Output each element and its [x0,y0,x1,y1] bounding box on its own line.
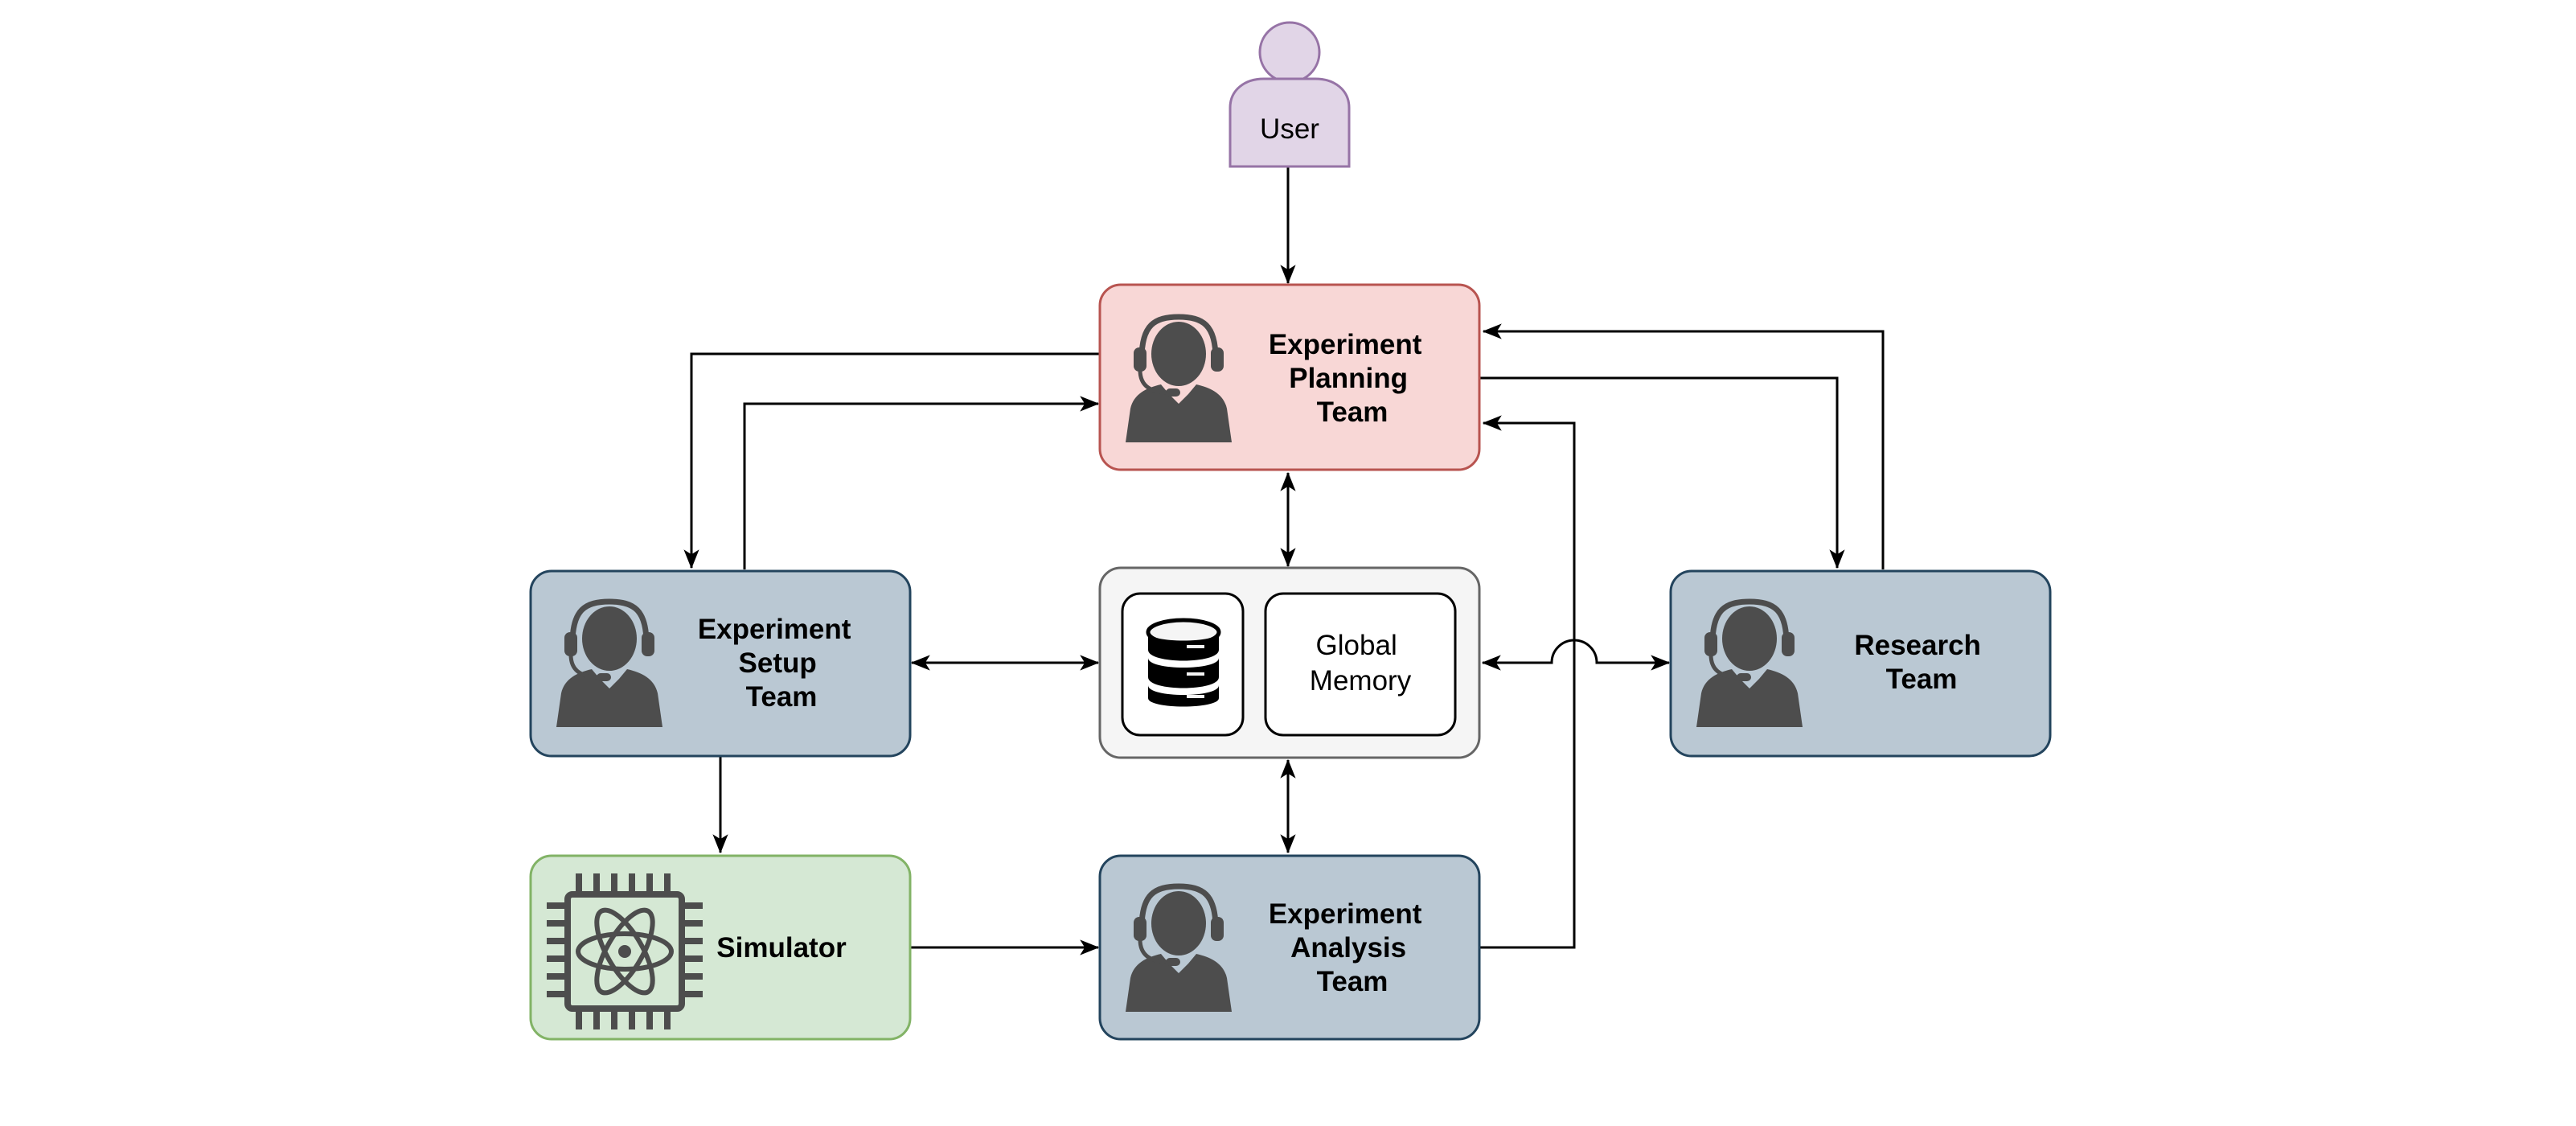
research-box [1669,569,2052,758]
analysis-label: Experiment Analysis Team [1269,898,1430,997]
edge-research-to-planning [1482,323,1885,569]
experiment-setup-team-node[interactable]: Experiment Setup Team [529,569,912,758]
memory-label-line2: Memory [1310,665,1412,697]
memory-label-box [1264,592,1457,737]
atom-chip-icon [547,873,703,1029]
research-team-node[interactable]: Research Team [1669,569,2052,758]
user-label: User [1260,113,1319,145]
connectors [683,166,1885,955]
planning-label: Experiment Planning Team [1269,329,1430,428]
research-label: Research Team [1854,630,1988,695]
analysis-label-line3: Team [1317,966,1388,997]
edge-setup-to-planning [743,396,1100,569]
setup-label-line1: Experiment [698,614,851,645]
edge-analysis-to-planning [1479,415,1576,949]
global-memory-node[interactable]: Global Memory [1098,566,1481,759]
simulator-box [529,854,912,1041]
experiment-analysis-team-node[interactable]: Experiment Analysis Team [1098,854,1481,1041]
planning-label-line3: Team [1317,397,1388,428]
user-node[interactable]: User [1229,21,1351,168]
analysis-label-line1: Experiment [1269,898,1422,930]
planning-label-line1: Experiment [1269,329,1422,360]
setup-box [529,569,912,758]
research-label-line1: Research [1854,630,1981,661]
database-icon [1146,618,1221,707]
analysis-label-line2: Analysis [1290,932,1406,964]
experiment-planning-team-node[interactable]: Experiment Planning Team [1098,283,1481,471]
memory-label: Global Memory [1310,630,1412,697]
setup-label-line2: Setup [739,647,817,679]
memory-label-line1: Global [1316,630,1397,661]
simulator-node[interactable]: Simulator [529,854,912,1041]
planning-label-line2: Planning [1289,363,1408,394]
user-body [1229,77,1351,168]
edge-memory-research [1481,639,1671,671]
setup-label: Experiment Setup Team [698,614,859,713]
simulator-label: Simulator [716,932,847,964]
user-head [1258,21,1321,84]
edge-planning-to-research [1479,376,1845,569]
database-icon-box [1121,592,1245,737]
setup-label-line3: Team [746,681,818,713]
research-label-line2: Team [1886,664,1958,695]
edge-planning-to-setup [683,352,1099,569]
